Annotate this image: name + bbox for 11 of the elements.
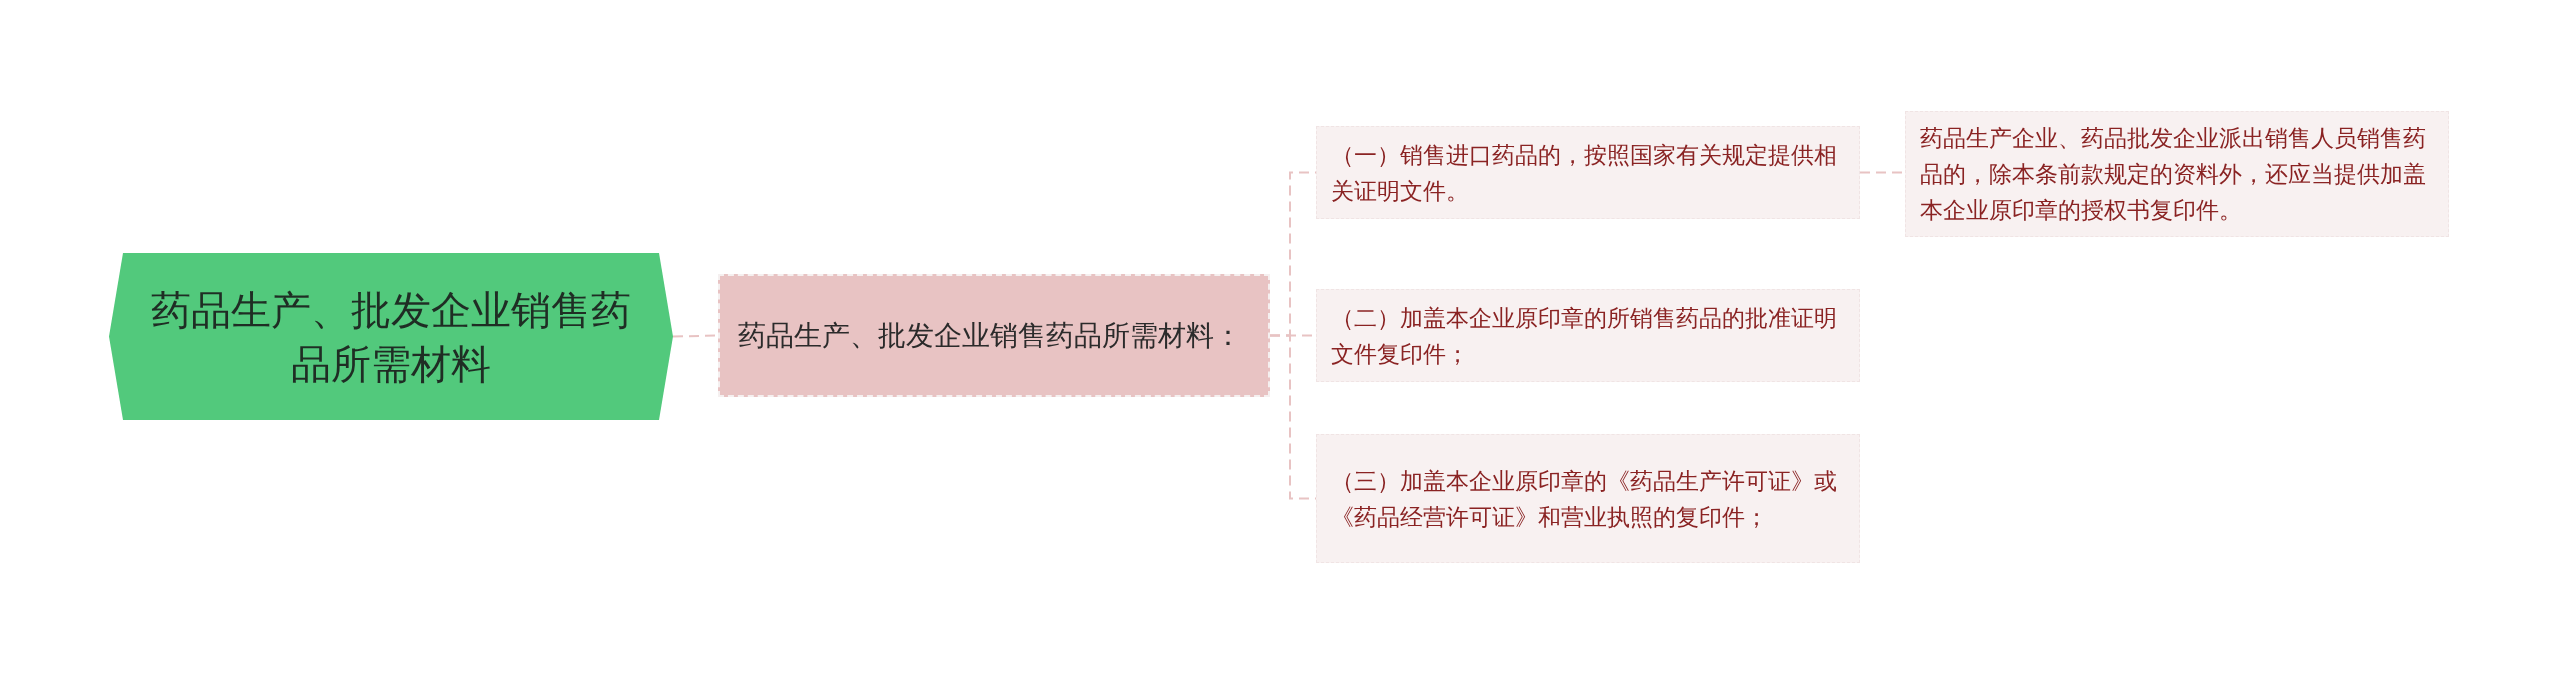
subtopic-box bbox=[718, 274, 1270, 397]
node-text: 药品生产、批发企业销售药品所需材料： bbox=[738, 317, 1242, 354]
topic-text: 药品生产、批发企业销售药品所需材料 bbox=[150, 285, 632, 389]
detail-box bbox=[1316, 126, 1860, 219]
node-text: （一）销售进口药品的，按照国家有关规定提供相关证明文件。 bbox=[1331, 140, 1838, 206]
node-text: （三）加盖本企业原印章的《药品生产许可证》或《药品经营许可证》和营业执照的复印件； bbox=[1331, 466, 1838, 532]
node-text: 药品生产企业、药品批发企业派出销售人员销售药品的，除本条前款规定的资料外，还应当提供加盖本企业原印章的授权书复印件。 bbox=[1920, 124, 2427, 225]
node-text: （二）加盖本企业原印章的所销售药品的批准证明文件复印件； bbox=[1331, 303, 1838, 369]
detail-box bbox=[1316, 289, 1860, 382]
detail-box bbox=[1905, 111, 2449, 237]
detail-box bbox=[1316, 434, 1860, 563]
